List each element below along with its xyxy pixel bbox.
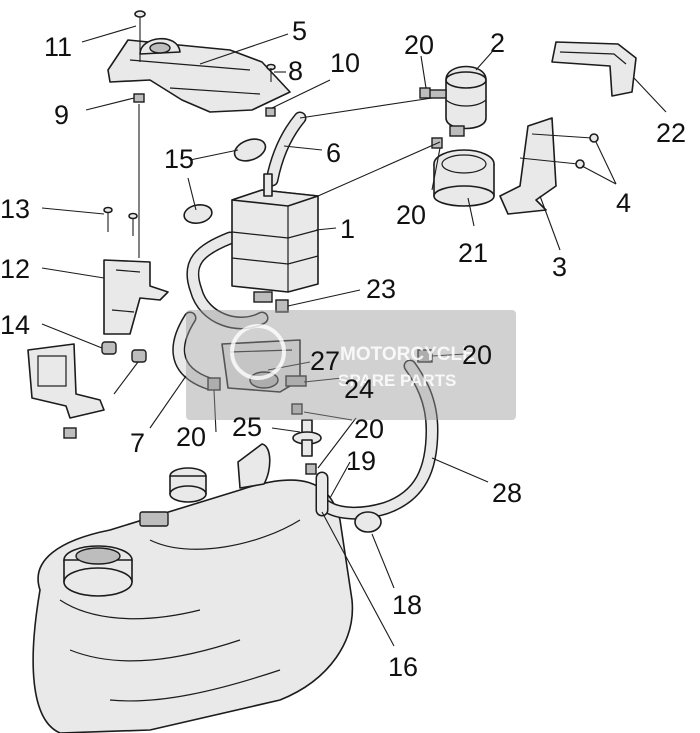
clamp-ring-21: [433, 149, 495, 207]
callout-20-right: 20: [462, 340, 492, 370]
callout-24: 24: [344, 374, 374, 404]
bracket-22: [551, 41, 637, 97]
valve-2: [425, 65, 487, 137]
callout-2: 2: [490, 28, 505, 58]
callout-20-low: 20: [354, 414, 384, 444]
screws-13: [103, 206, 138, 236]
watermark: MOTORCYCLE SPARE PARTS: [186, 310, 516, 420]
callout-23: 23: [366, 274, 396, 304]
clamps-15: [183, 138, 267, 224]
callout-20-mid: 20: [396, 200, 426, 230]
rubber-14: [101, 341, 147, 363]
callout-21: 21: [458, 238, 488, 268]
callout-1: 1: [340, 214, 355, 244]
callout-20-left: 20: [176, 422, 206, 452]
callout-18: 18: [392, 590, 422, 620]
fuel-tank: [32, 443, 354, 733]
callout-15: 15: [164, 144, 194, 174]
watermark-brand: MOTORCYCLE: [340, 344, 475, 365]
connector-20-top: [419, 87, 431, 99]
valve-25: [292, 419, 322, 457]
connector-19: [305, 463, 317, 475]
callout-4: 4: [616, 188, 631, 218]
bracket-3: [499, 117, 557, 215]
clamp-18: [354, 511, 382, 533]
callout-19: 19: [346, 446, 376, 476]
hose-28: [319, 359, 439, 520]
callout-28: 28: [492, 478, 522, 508]
screw-11: [134, 10, 146, 62]
callout-12: 12: [0, 254, 30, 284]
tube-24: [285, 375, 307, 387]
top-bracket: [107, 37, 291, 113]
connector-20-low: [291, 403, 303, 415]
nut-10: [265, 107, 276, 117]
callout-14: 14: [0, 310, 30, 340]
callout-25: 25: [232, 412, 262, 442]
leader-lines: [41, 25, 667, 647]
callout-13: 13: [0, 194, 30, 224]
callout-20-top: 20: [404, 30, 434, 60]
callout-8: 8: [288, 56, 303, 86]
callout-22: 22: [656, 118, 686, 148]
screw-8: [266, 63, 276, 82]
clip-9: [133, 93, 145, 103]
callout-27: 27: [310, 346, 340, 376]
callout-5: 5: [292, 16, 307, 46]
hoses-6-7: [172, 111, 307, 391]
callout-3: 3: [552, 252, 567, 282]
callout-11: 11: [44, 32, 72, 62]
callout-7: 7: [130, 428, 145, 458]
callout-9: 9: [54, 100, 69, 130]
callout-6: 6: [326, 138, 341, 168]
watermark-tagline: SPARE PARTS: [338, 371, 456, 390]
mount-plate: [27, 343, 105, 439]
callout-16: 16: [388, 652, 418, 682]
carbon-canister: [231, 173, 319, 303]
callout-10: 10: [330, 48, 360, 78]
callouts: 11 5 8 10 9 15 6 1 13 12 14 7 20 23 27 2…: [0, 16, 686, 682]
bracket-12: [103, 259, 169, 335]
